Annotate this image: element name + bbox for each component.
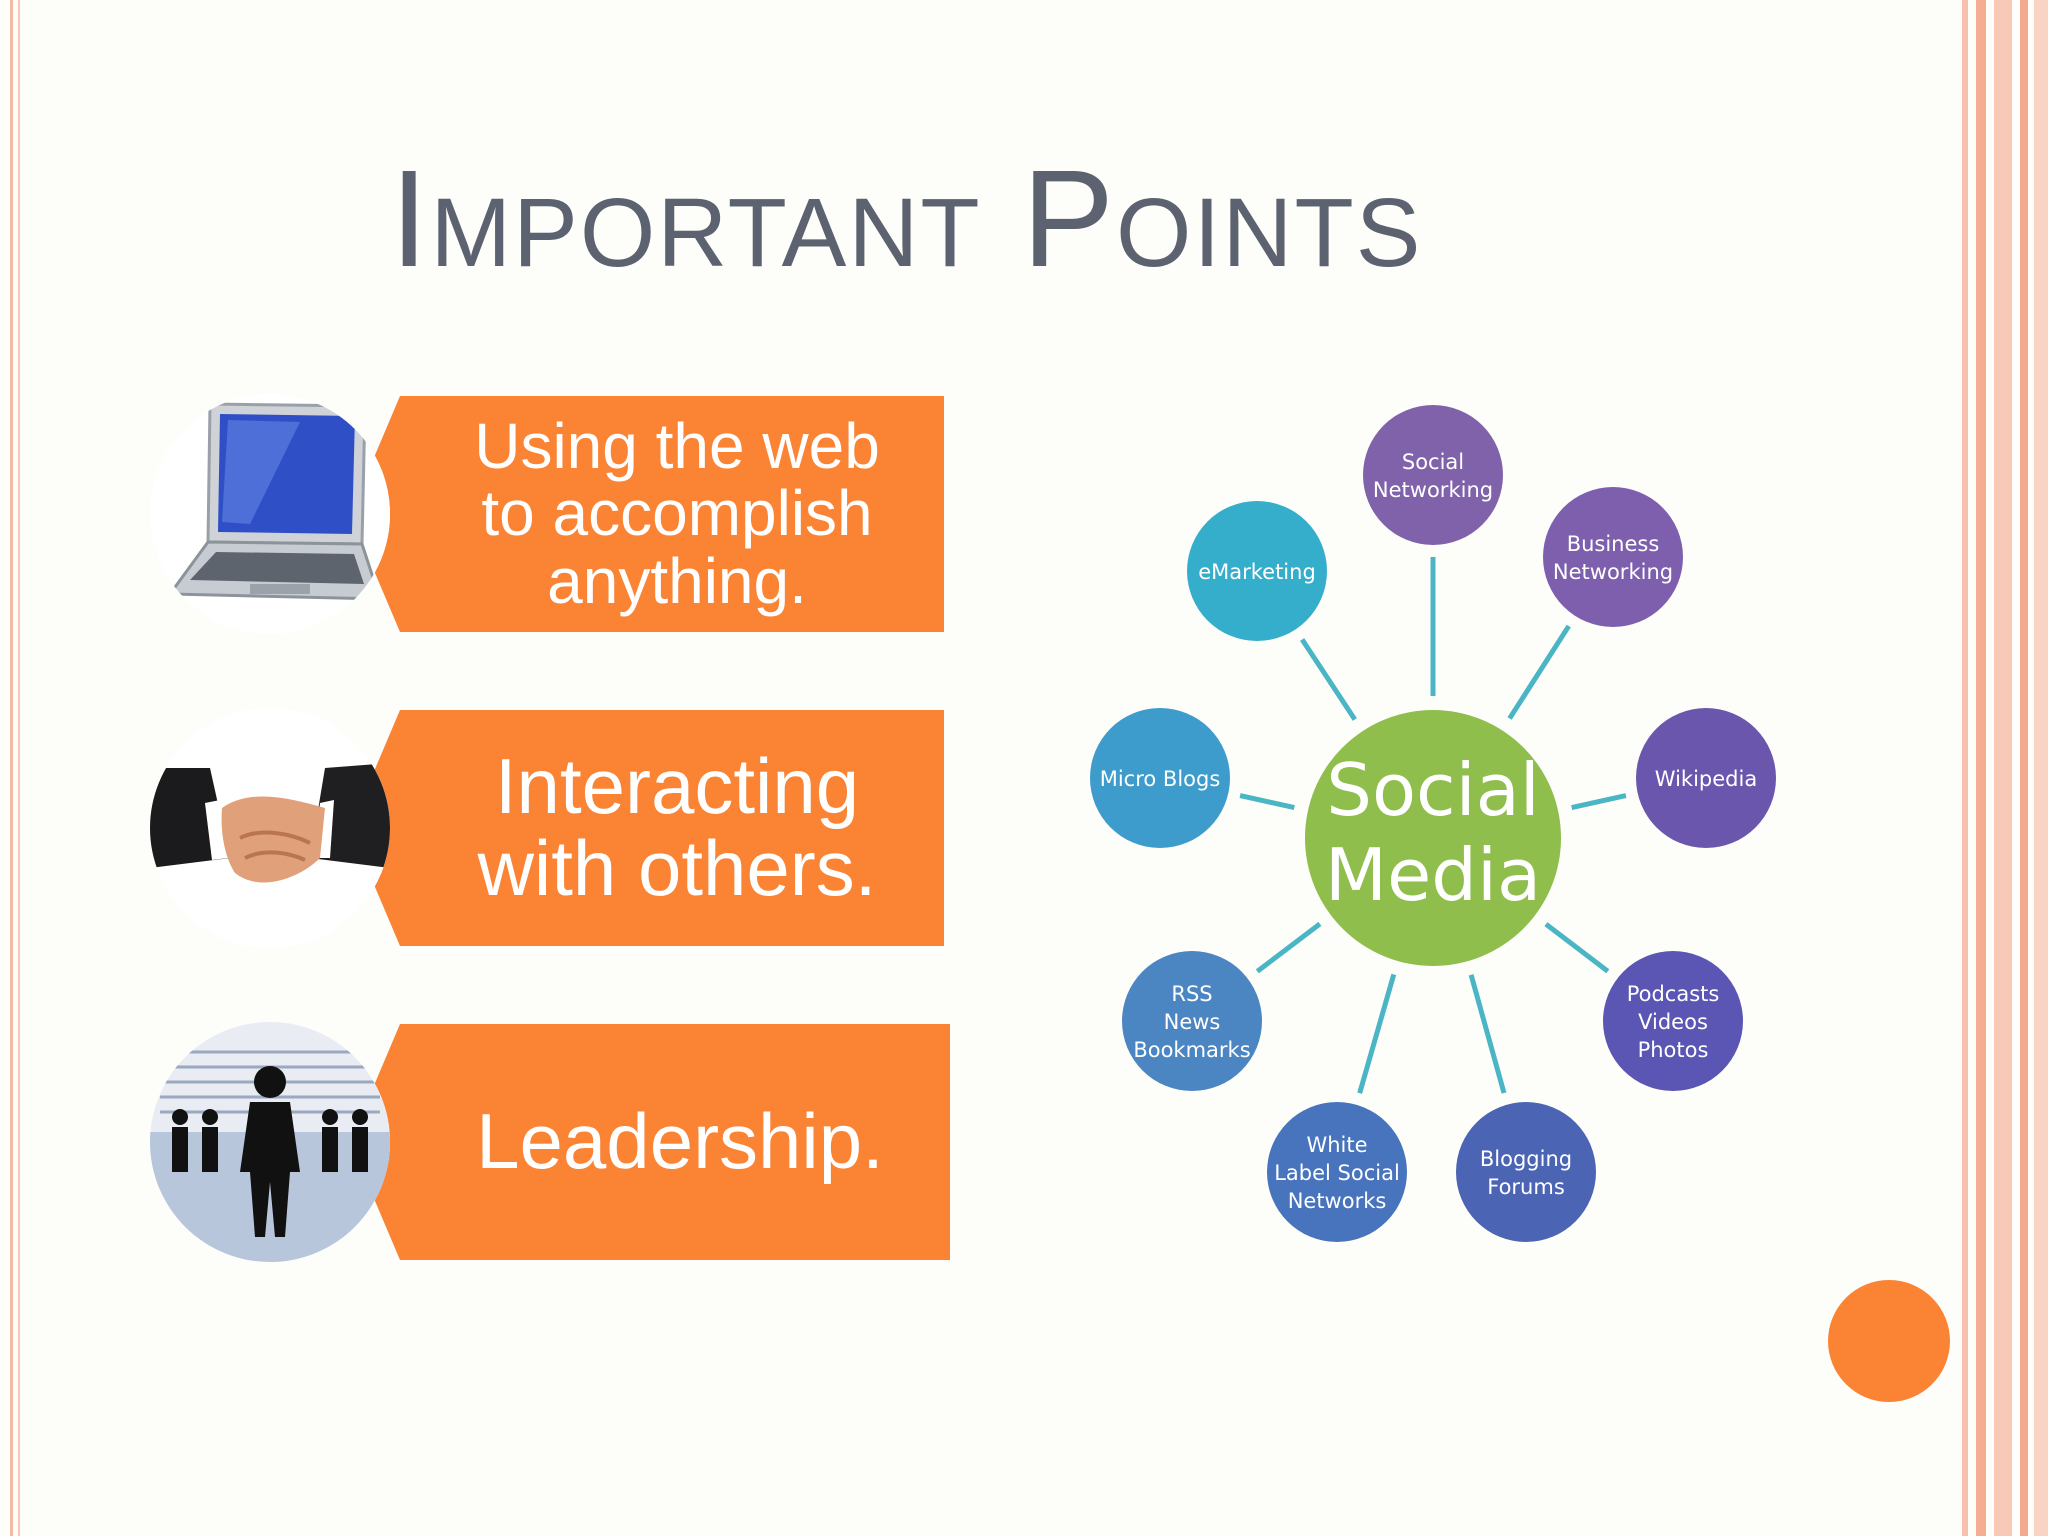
diagram-node-label: RSS [1171,982,1212,1006]
diagram-connectors [1239,557,1627,1094]
center-node-label-1: Social [1326,748,1539,832]
diagram-node: eMarketing [1187,501,1327,641]
diagram-connector [1468,974,1507,1094]
diagram-center-node: Social Media [1305,710,1561,966]
point-text: Using the web to accomplish anything. [474,410,880,617]
diagram-connector [1239,793,1295,810]
frame-right-stripe [2020,0,2028,1536]
diagram-node-label: Social [1402,450,1464,474]
diagram-node-circle [1090,708,1230,848]
frame-right-stripe [1962,0,1968,1536]
diagram-node: Micro Blogs [1090,708,1230,848]
diagram-node-label: News [1164,1010,1221,1034]
diagram-connector [1300,638,1357,721]
frame-right-stripe [2034,0,2048,1536]
diagram-node-circle [1187,501,1327,641]
social-media-diagram: SocialNetworkingBusinessNetworkingWikipe… [1090,405,1776,1242]
diagram-connector [1544,922,1610,974]
diagram-node-label: Business [1567,532,1660,556]
center-node-circle [1305,710,1561,966]
diagram-node-circle [1543,487,1683,627]
point-text: Leadership. [476,1097,884,1186]
diagram-node-circle [1636,708,1776,848]
diagram-node-circle [1122,951,1262,1091]
point-callout-web: Using the web to accomplish anything. [350,396,944,632]
diagram-node-label: Forums [1487,1175,1565,1199]
diagram-node: Wikipedia [1636,708,1776,848]
diagram-node-label: White [1306,1133,1367,1157]
diagram-node-label: Networks [1288,1189,1387,1213]
center-node-label-2: Media [1325,833,1541,917]
leadership-icon [150,1022,390,1262]
handshake-icon [150,708,390,948]
diagram-node-circle [1267,1102,1407,1242]
diagram-node-label: eMarketing [1198,560,1316,584]
diagram-node-label: Networking [1553,560,1673,584]
diagram-node-label: Wikipedia [1655,767,1757,791]
diagram-node-label: Label Social [1274,1161,1400,1185]
diagram-node-circle [1363,405,1503,545]
diagram-node-circle [1603,951,1743,1091]
diagram-node-label: Networking [1373,478,1493,502]
diagram-node-label: Blogging [1480,1147,1572,1171]
point-text: Interacting with others. [477,742,877,912]
diagram-connector [1357,973,1397,1094]
decorative-orange-dot [1828,1280,1950,1402]
diagram-node-label: Micro Blogs [1100,767,1221,791]
diagram-connector [1571,793,1627,810]
slide-title: Important Points [390,142,1423,296]
point-callout-leadership: Leadership. [350,1024,950,1260]
laptop-icon [150,394,390,634]
diagram-node-label: Videos [1638,1010,1708,1034]
diagram-connector [1255,921,1322,974]
frame-right-stripe [1994,0,2012,1536]
diagram-node-label: Bookmarks [1133,1038,1250,1062]
diagram-node-circle [1456,1102,1596,1242]
frame-left-border [10,0,20,1536]
frame-right-stripe [1976,0,1986,1536]
diagram-node-label: Podcasts [1627,982,1720,1006]
diagram-node-label: Photos [1638,1038,1709,1062]
diagram-nodes: SocialNetworkingBusinessNetworkingWikipe… [1090,405,1776,1242]
diagram-connector [1507,624,1571,720]
point-callout-interacting: Interacting with others. [350,710,944,946]
